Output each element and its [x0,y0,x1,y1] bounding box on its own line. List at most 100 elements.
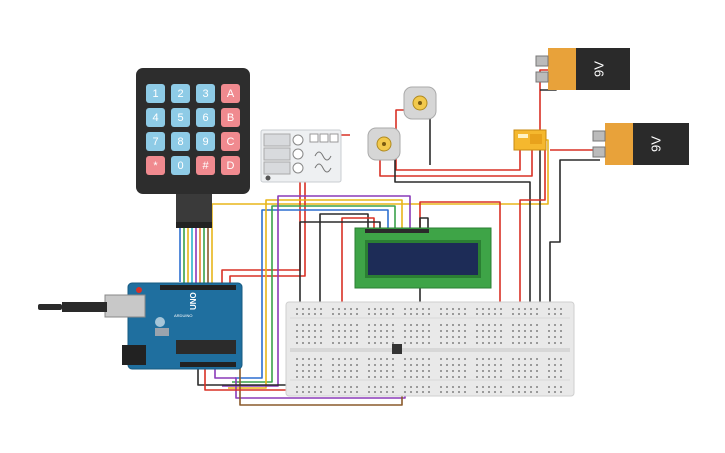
breadboard-hole [368,386,370,388]
breadboard-hole [332,330,334,332]
breadboard-hole [428,313,430,315]
breadboard-hole [374,330,376,332]
breadboard-hole [512,386,514,388]
breadboard-hole [404,324,406,326]
breadboard-hole [416,336,418,338]
keypad-key-2-2[interactable] [196,132,215,151]
breadboard-hole [410,370,412,372]
breadboard-hole [536,330,538,332]
breadboard-hole [356,342,358,344]
keypad-key-1-1[interactable] [171,108,190,127]
breadboard-hole [482,364,484,366]
breadboard-hole [560,358,562,360]
breadboard-hole [518,358,520,360]
breadboard-hole [416,386,418,388]
keypad-key-1-0[interactable] [146,108,165,127]
breadboard-hole [416,330,418,332]
breadboard-hole [404,358,406,360]
breadboard-hole [380,364,382,366]
breadboard-hole [548,324,550,326]
keypad-key-3-2[interactable] [196,156,215,175]
breadboard-hole [548,342,550,344]
keypad-key-3-0[interactable] [146,156,165,175]
breadboard-hole [422,330,424,332]
breadboard-hole [356,358,358,360]
breadboard-hole [416,342,418,344]
breadboard-hole [410,308,412,310]
keypad-key-3-1[interactable] [171,156,190,175]
breadboard-hole [302,308,304,310]
breadboard-hole [338,342,340,344]
breadboard-hole [452,313,454,315]
wire-relay-red [519,150,546,305]
breadboard-hole [392,358,394,360]
breadboard-hole [518,364,520,366]
breadboard-hole [476,336,478,338]
breadboard-hole [452,391,454,393]
breadboard-hole [344,364,346,366]
keypad-key-0-1[interactable] [171,84,190,103]
breadboard-hole [494,308,496,310]
wire-lcd-4 [235,209,389,379]
keypad-key-0-0[interactable] [146,84,165,103]
breadboard-hole [356,364,358,366]
breadboard-hole [410,376,412,378]
breadboard-hole [488,376,490,378]
keypad-key-2-3[interactable] [221,132,240,151]
breadboard-hole [350,391,352,393]
breadboard-hole [314,342,316,344]
breadboard-hole [464,336,466,338]
arduino-subbrand: ARDUINO [174,313,192,318]
breadboard-hole [416,358,418,360]
keypad-key-label: # [202,160,209,172]
breadboard-hole [530,370,532,372]
breadboard-hole [500,358,502,360]
breadboard-hole [332,324,334,326]
breadboard-hole [332,342,334,344]
breadboard-hole [320,313,322,315]
breadboard-hole [488,336,490,338]
breadboard-hole [404,342,406,344]
breadboard-hole [374,342,376,344]
breadboard-hole [482,330,484,332]
keypad-key-3-3[interactable] [221,156,240,175]
breadboard-hole [296,308,298,310]
breadboard-hole [500,370,502,372]
breadboard-hole [320,342,322,344]
breadboard-hole [488,386,490,388]
keypad-key-0-2[interactable] [196,84,215,103]
breadboard-hole [560,364,562,366]
breadboard-hole [332,391,334,393]
keypad-key-2-1[interactable] [171,132,190,151]
breadboard-hole [494,313,496,315]
breadboard-hole [386,386,388,388]
breadboard-hole [494,342,496,344]
breadboard-hole [302,386,304,388]
breadboard-hole [368,376,370,378]
keypad-key-1-3[interactable] [221,108,240,127]
breadboard-hole [512,330,514,332]
breadboard-hole [404,336,406,338]
keypad-key-2-0[interactable] [146,132,165,151]
breadboard-hole [548,330,550,332]
breadboard-hole [386,358,388,360]
battery-1-label: 9V [591,61,606,77]
breadboard-hole [422,370,424,372]
breadboard-hole [536,313,538,315]
breadboard-hole [356,391,358,393]
breadboard-hole [368,391,370,393]
breadboard-hole [446,364,448,366]
breadboard-hole [446,391,448,393]
keypad-key-0-3[interactable] [221,84,240,103]
breadboard-hole [440,376,442,378]
breadboard-hole [302,370,304,372]
keypad-key-label: 1 [152,88,158,100]
wire-lcd-3 [299,221,381,305]
wire-bottom-red [204,368,290,391]
breadboard-hole [554,358,556,360]
keypad-key-1-2[interactable] [196,108,215,127]
breadboard-hole [458,342,460,344]
breadboard-hole [374,324,376,326]
breadboard-hole [374,386,376,388]
wire-lcd-8 [419,201,501,305]
